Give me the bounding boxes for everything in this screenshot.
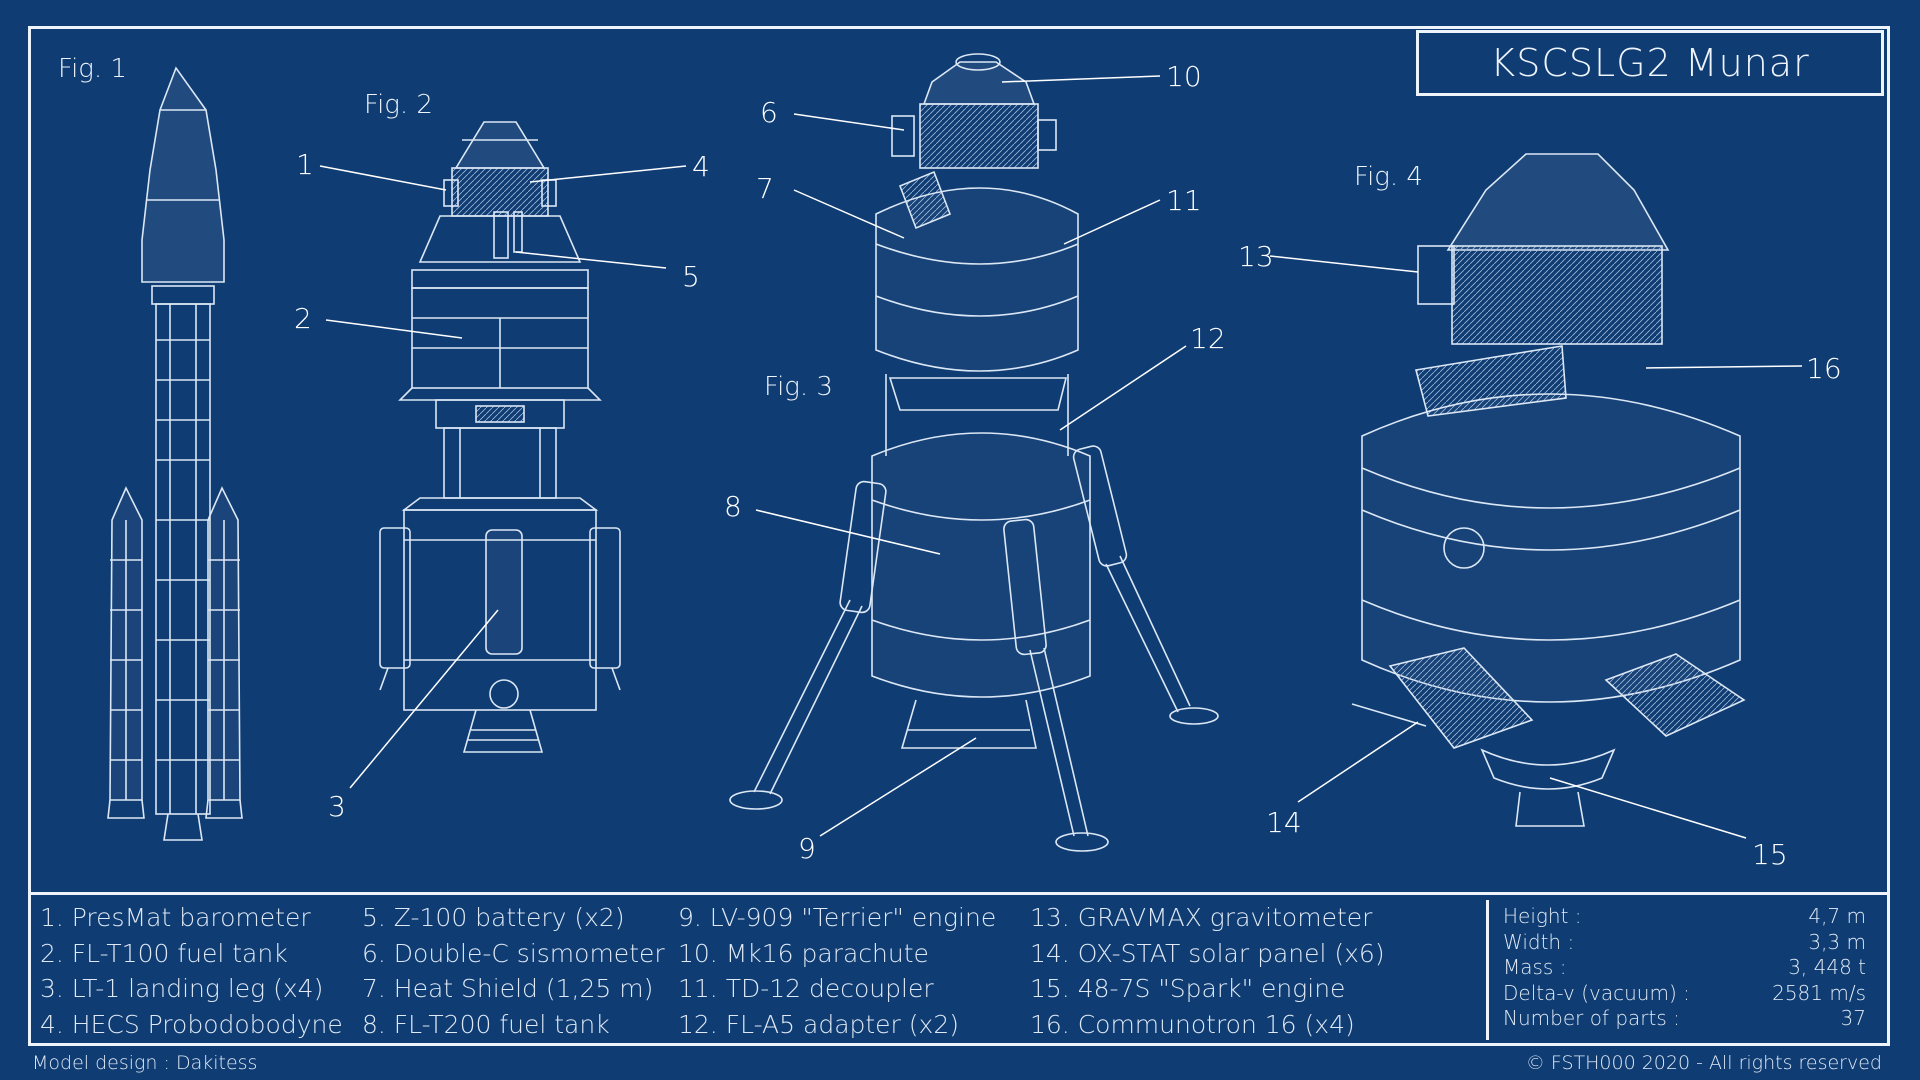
spec-value: 2581 m/s xyxy=(1772,980,1866,1005)
legend-item: 2. FL-T100 fuel tank xyxy=(40,938,288,968)
callout-1: 1 xyxy=(296,148,314,181)
spec-height: Height : 4,7 m xyxy=(1503,904,1866,930)
spec-value: 3, 448 t xyxy=(1788,955,1866,979)
callout-3: 3 xyxy=(328,790,346,823)
spec-value: 37 xyxy=(1840,1006,1866,1030)
callout-2: 2 xyxy=(294,302,312,335)
legend-item: 16. Communotron 16 (x4) xyxy=(1030,1009,1355,1039)
title-box: KSCSLG2 Munar xyxy=(1416,30,1884,96)
legend-column-4: 13. GRAVMAX gravitometer 14. OX-STAT sol… xyxy=(1030,896,1385,1046)
legend-item: 7. Heat Shield (1,25 m) xyxy=(362,974,654,1003)
blueprint-frame xyxy=(28,26,1890,1046)
legend-item: 5. Z-100 battery (x2) xyxy=(362,903,625,932)
callout-7: 7 xyxy=(756,172,774,205)
spec-mass: Mass : 3, 448 t xyxy=(1503,955,1866,981)
callout-14: 14 xyxy=(1266,806,1302,839)
callout-13: 13 xyxy=(1238,240,1274,273)
fig-4-label: Fig. 4 xyxy=(1354,162,1423,192)
spec-value: 3,3 m xyxy=(1808,929,1866,954)
legend-item: 3. LT-1 landing leg (x4) xyxy=(40,974,324,1003)
spec-label: Mass : xyxy=(1503,955,1567,979)
legend-column-1: 1. PresMat barometer 2. FL-T100 fuel tan… xyxy=(40,896,343,1046)
legend-item: 8. FL-T200 fuel tank xyxy=(362,1009,610,1039)
legend-item: 11. TD-12 decoupler xyxy=(678,974,934,1003)
callout-leaders xyxy=(319,75,1803,839)
callout-10: 10 xyxy=(1166,60,1202,93)
legend-item: 15. 48-7S "Spark" engine xyxy=(1030,974,1346,1003)
callout-5: 5 xyxy=(682,260,700,293)
callout-8: 8 xyxy=(724,490,742,523)
legend-item: 10. Mk16 parachute xyxy=(678,938,929,968)
legend-column-2: 5. Z-100 battery (x2) 6. Double-C sismom… xyxy=(362,896,665,1046)
legend-item: 1. PresMat barometer xyxy=(40,903,311,932)
fig2-lander-front xyxy=(379,121,621,753)
callout-6: 6 xyxy=(760,96,778,129)
callout-11: 11 xyxy=(1166,184,1202,217)
spec-parts: Number of parts : 37 xyxy=(1503,1006,1866,1032)
spec-delta-v: Delta-v (vacuum) : 2581 m/s xyxy=(1503,981,1866,1007)
callout-15: 15 xyxy=(1752,838,1788,871)
callout-12: 12 xyxy=(1190,322,1226,355)
legend-item: 13. GRAVMAX gravitometer xyxy=(1030,903,1373,932)
spec-value: 4,7 m xyxy=(1808,904,1866,928)
spec-label: Number of parts : xyxy=(1503,1006,1680,1030)
spec-label: Width : xyxy=(1503,929,1575,954)
specs-panel: Height : 4,7 m Width : 3,3 m Mass : 3, 4… xyxy=(1486,900,1876,1040)
fig-3-label: Fig. 3 xyxy=(764,372,833,402)
footer-copyright: © FSTH000 2020 - All rights reserved xyxy=(1525,1052,1882,1074)
page-title: KSCSLG2 Munar xyxy=(1490,41,1810,85)
legend-item: 12. FL-A5 adapter (x2) xyxy=(678,1009,959,1039)
spec-label: Height : xyxy=(1503,904,1582,928)
fig3-lander-perspective xyxy=(729,53,1219,852)
legend-divider xyxy=(28,892,1890,895)
legend-item: 9. LV-909 "Terrier" engine xyxy=(678,903,997,932)
spec-label: Delta-v (vacuum) : xyxy=(1503,980,1690,1005)
fig-1-label: Fig. 1 xyxy=(58,54,127,84)
callout-4: 4 xyxy=(692,150,710,183)
fig1-rocket xyxy=(107,66,243,841)
legend-item: 6. Double-C sismometer xyxy=(362,938,665,968)
fig4-lander-underside xyxy=(1351,153,1746,827)
callout-9: 9 xyxy=(798,832,816,865)
spec-width: Width : 3,3 m xyxy=(1503,930,1866,956)
legend-item: 4. HECS Probodobodyne xyxy=(40,1009,343,1039)
callout-16: 16 xyxy=(1806,352,1842,385)
legend-column-3: 9. LV-909 "Terrier" engine 10. Mk16 para… xyxy=(678,896,996,1046)
legend-item: 14. OX-STAT solar panel (x6) xyxy=(1030,938,1385,968)
fig-2-label: Fig. 2 xyxy=(364,90,433,120)
footer-credit: Model design : Dakitess xyxy=(32,1052,258,1074)
